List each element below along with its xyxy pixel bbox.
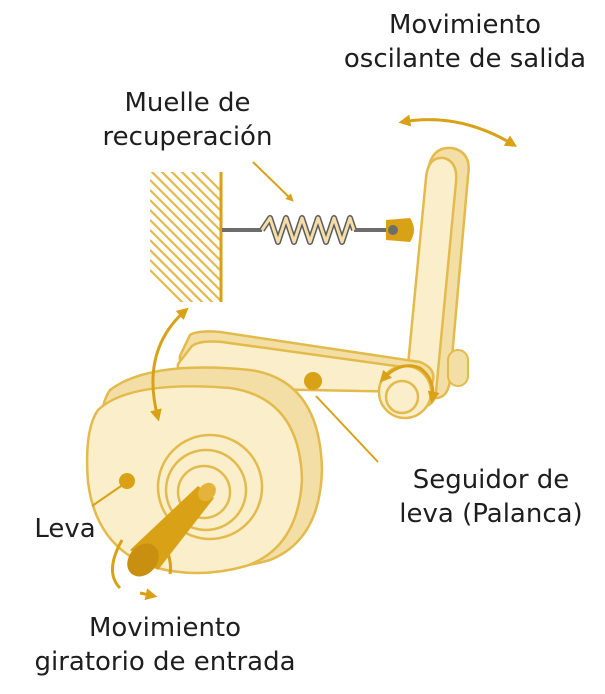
cam-follower-line-2: leva (Palanca) — [399, 499, 583, 529]
return-spring-line-1: Muelle de — [124, 88, 251, 118]
input-motion-line-2: giratorio de entrada — [34, 647, 296, 677]
cam-label: Leva — [34, 514, 96, 544]
leader-lines — [91, 161, 379, 507]
cam-leader — [91, 483, 125, 507]
input-motion-label: Movimiento giratorio de entrada — [10, 611, 320, 679]
input-motion-line-1: Movimiento — [88, 613, 242, 643]
input-rotation-arrow — [139, 588, 158, 601]
input-rotation-arc-1 — [111, 539, 124, 590]
spring-leader — [252, 161, 294, 202]
cam-follower-label: Seguidor de leva (Palanca) — [380, 463, 602, 531]
output-lever-arm — [404, 146, 470, 408]
follower-leader — [315, 395, 379, 463]
output-motion-line-2: oscilante de salida — [343, 44, 587, 74]
cam-follower-line-1: Seguidor de — [412, 465, 570, 495]
follower-pivot — [304, 372, 322, 390]
return-spring-line-2: recuperación — [102, 122, 273, 152]
input-rotation-arc-2 — [164, 547, 172, 575]
output-oscillation-arrow — [398, 114, 518, 147]
fixed-wall — [150, 172, 220, 302]
input-shaft — [127, 482, 216, 577]
return-spring-label: Muelle de recuperación — [90, 86, 285, 154]
return-spring — [222, 215, 414, 245]
motion-arrows — [111, 114, 518, 601]
spring-anchor — [386, 218, 414, 242]
cam-follower-motion-arrow — [150, 307, 189, 422]
joint-rotation-arrow — [379, 364, 440, 404]
output-motion-line-1: Movimiento — [388, 10, 542, 40]
output-motion-label: Movimiento oscilante de salida — [330, 8, 600, 76]
